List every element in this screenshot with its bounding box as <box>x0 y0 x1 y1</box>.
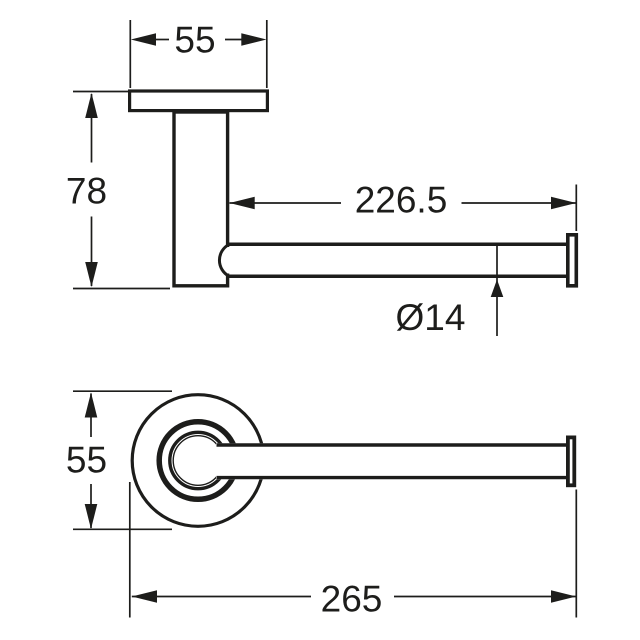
dim-label-bar-length: 226.5 <box>355 180 448 221</box>
mounting-post-outline <box>172 110 230 288</box>
dim-label-overall-length: 265 <box>321 579 383 620</box>
dim-flange-diameter: 55 <box>66 390 172 531</box>
dim-overall-length: 265 <box>128 482 578 620</box>
dim-height: 78 <box>66 90 170 290</box>
dim-plate-width: 55 <box>129 20 268 88</box>
bar-fillet-arc <box>217 243 230 278</box>
dim-label-plate-width: 55 <box>174 20 215 61</box>
arrowhead-left <box>130 33 156 46</box>
bar-fill-mask <box>216 443 567 480</box>
dim-label-bar-diameter: Ø14 <box>396 297 466 338</box>
arrowhead-up <box>84 392 98 418</box>
dim-bar-length: 226.5 <box>229 180 578 231</box>
dim-bar-diameter: Ø14 <box>396 243 504 338</box>
arrowhead-right <box>551 196 577 210</box>
arrowhead-down <box>85 262 98 287</box>
collar-inner-ring <box>172 435 224 487</box>
arrowhead-left <box>229 196 255 210</box>
arrowhead-down <box>84 504 98 529</box>
arrowhead-up <box>85 93 98 118</box>
dim-label-flange-diameter: 55 <box>66 440 107 481</box>
wall-plate-outline <box>128 89 270 113</box>
arrowhead-right <box>241 33 267 46</box>
arrowhead-left <box>131 590 157 603</box>
dim-label-height: 78 <box>66 171 107 212</box>
arrowhead-up <box>490 279 504 297</box>
side-view: 55 78 226.5 Ø14 <box>66 20 579 338</box>
post-bar-joint-mask <box>221 247 231 274</box>
bar-end-cap-outline <box>565 233 579 288</box>
arrowhead-right <box>551 590 577 603</box>
bar-end-cap-outline <box>566 435 577 488</box>
front-view: 55 265 <box>66 390 578 620</box>
